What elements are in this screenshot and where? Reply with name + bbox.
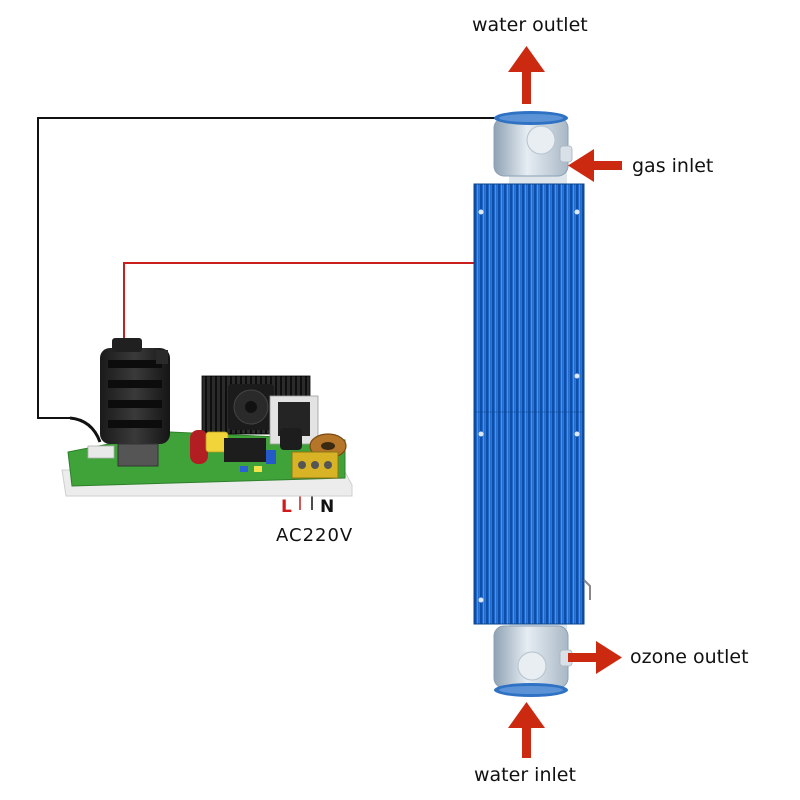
gas-inlet-label: gas inlet	[632, 155, 714, 177]
water-inlet-arrow	[508, 702, 545, 758]
capacitor	[190, 430, 208, 464]
ozone-outlet-label: ozone outlet	[630, 646, 749, 668]
ozone-tube	[473, 111, 591, 697]
high-voltage-transformer	[100, 338, 170, 467]
bottom-end-cap	[493, 625, 573, 697]
water-inlet-label: water inlet	[474, 764, 576, 786]
neutral-terminal-label: N	[320, 497, 335, 517]
top-end-cap	[493, 111, 573, 177]
aluminum-fin-body	[474, 184, 584, 624]
power-supply-board	[61, 338, 353, 497]
voltage-label: AC220V	[276, 525, 354, 546]
gas-inlet-arrow	[568, 149, 622, 182]
water-outlet-arrow	[508, 46, 545, 104]
water-outlet-label: water outlet	[472, 14, 588, 36]
live-terminal-label: L	[281, 497, 292, 517]
ozone-outlet-arrow	[568, 641, 622, 674]
